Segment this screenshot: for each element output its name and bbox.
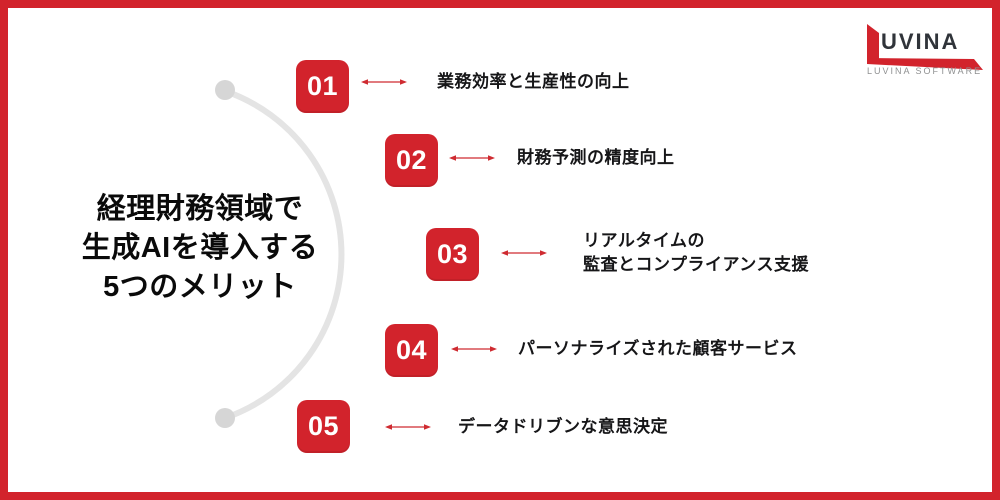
luvina-l-mark-icon bbox=[867, 24, 983, 70]
arc-end-dot bbox=[215, 408, 235, 428]
luvina-logo: UVINA LUVINA SOFTWARE bbox=[864, 24, 988, 78]
arc-start-dot bbox=[215, 80, 235, 100]
step-number-badge-1: 01 bbox=[296, 60, 349, 113]
double-arrow-icon bbox=[449, 155, 495, 161]
double-arrow-icon bbox=[501, 250, 547, 256]
logo-subtitle-text: LUVINA SOFTWARE bbox=[867, 66, 983, 76]
benefit-label: 業務効率と生産性の向上 bbox=[437, 72, 630, 91]
double-arrow-icon bbox=[385, 424, 431, 430]
benefit-label: 財務予測の精度向上 bbox=[517, 148, 675, 167]
step-number-badge-4: 04 bbox=[385, 324, 438, 377]
logo-brand-text: UVINA bbox=[881, 29, 960, 54]
double-arrow-icon bbox=[451, 346, 497, 352]
double-arrow-icon bbox=[361, 79, 407, 85]
benefit-label: データドリブンな意思決定 bbox=[458, 417, 668, 436]
page-title: 経理財務領域で 生成AIを導入する 5つのメリット bbox=[81, 193, 319, 303]
benefit-label: リアルタイムの 監査とコンプライアンス支援 bbox=[583, 231, 809, 274]
step-number-badge-5: 05 bbox=[297, 400, 350, 453]
benefit-label: パーソナライズされた顧客サービス bbox=[518, 339, 798, 358]
step-number-badge-2: 02 bbox=[385, 134, 438, 187]
step-number-badge-3: 03 bbox=[426, 228, 479, 281]
arc-path bbox=[224, 88, 345, 421]
